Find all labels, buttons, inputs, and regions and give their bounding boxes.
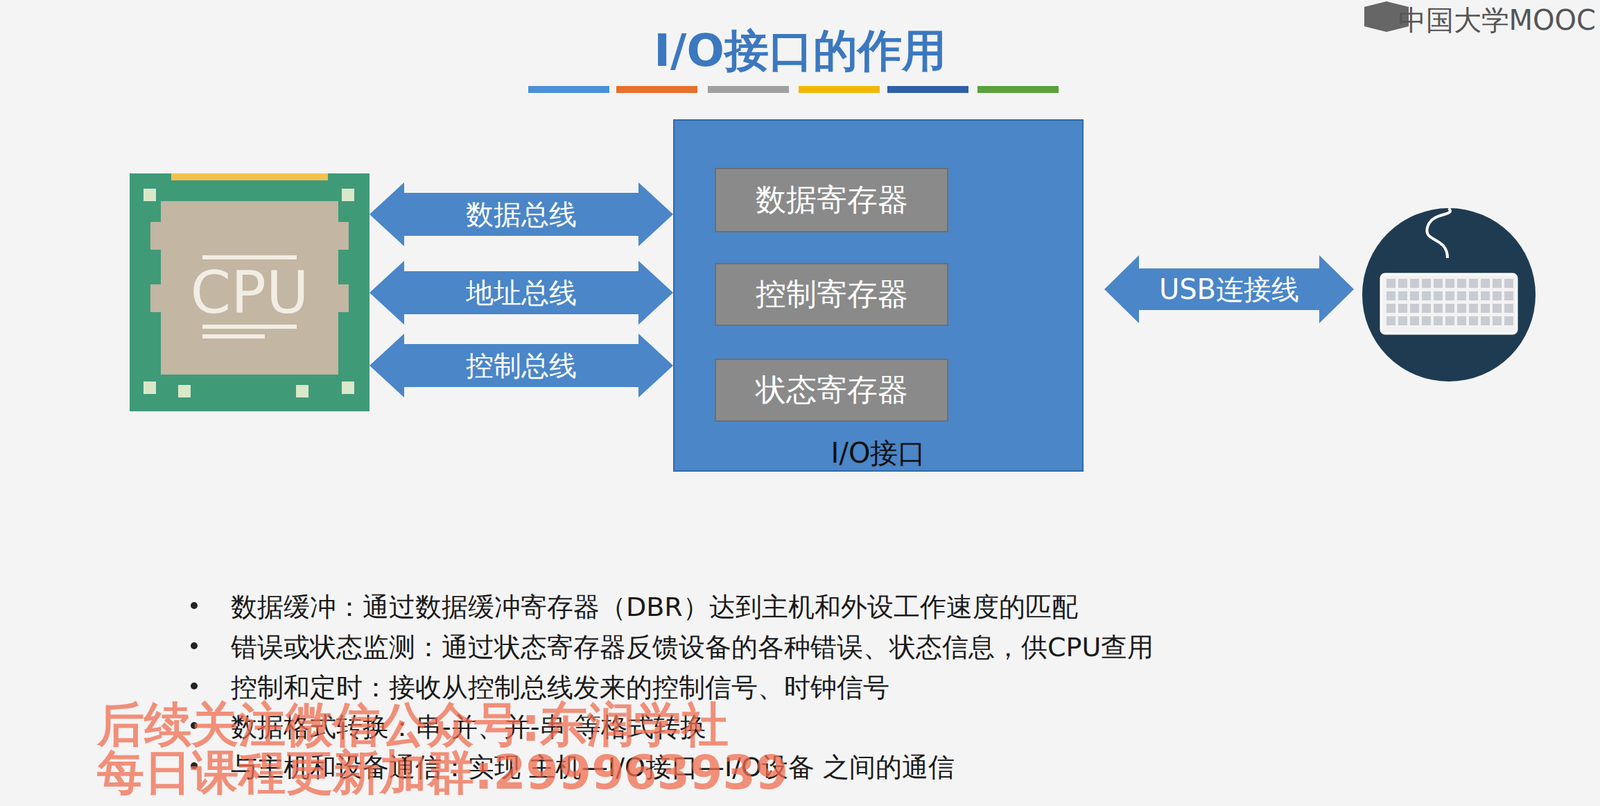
register-box: 控制寄存器: [714, 262, 949, 326]
node-label: CPU: [190, 258, 310, 327]
box-caption: I/O接口: [674, 433, 1083, 473]
bus-arrow: [369, 260, 674, 325]
keyboard-icon: [1362, 207, 1536, 382]
bullet-text: 数据缓冲：通过数据缓冲寄存器（DBR）达到主机和外设工作速度的匹配: [230, 589, 1078, 625]
usb-label: USB连接线: [1159, 270, 1300, 309]
register-box: 数据寄存器: [714, 167, 949, 233]
node-label: 控制寄存器: [755, 273, 909, 315]
bus-label: 控制总线: [465, 346, 577, 385]
title: I/O接口的作用: [0, 20, 1600, 82]
node-label: 状态寄存器: [755, 369, 909, 411]
cpu-chip: CPU: [129, 173, 370, 412]
bus-arrow: [369, 333, 674, 398]
bus-label: 数据总线: [465, 195, 577, 234]
watermark: 每日课程更新加群:299963939: [97, 741, 789, 805]
title-bars: [528, 85, 1059, 93]
bus-label: 地址总线: [465, 273, 577, 312]
io-interface-box: I/O接口 数据寄存器控制寄存器状态寄存器: [673, 119, 1084, 472]
bus-arrow: [369, 182, 674, 247]
bullet-text: 错误或状态监测：通过状态寄存器反馈设备的各种错误、状态信息，供CPU查用: [230, 629, 1154, 665]
node-label: 数据寄存器: [755, 179, 909, 221]
logo-text: 中国大学MOOC: [1398, 1, 1596, 40]
usb-arrow: [1104, 255, 1354, 324]
register-box: 状态寄存器: [714, 358, 949, 422]
